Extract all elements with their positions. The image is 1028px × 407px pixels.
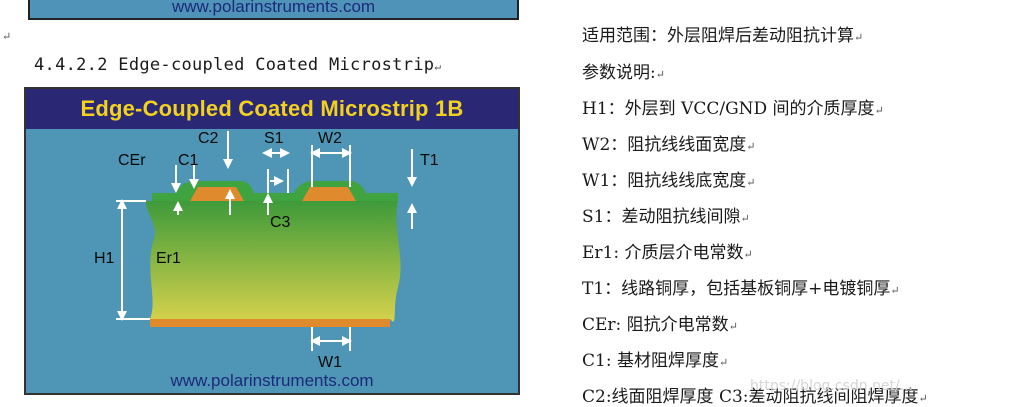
param-text: H1：外层到 VCC/GND 间的介质厚度 [582,99,875,119]
diagram-url: www.polarinstruments.com [170,371,374,390]
label-c1: C1 [178,152,199,169]
label-w1: W1 [318,354,342,371]
paragraph-mark: ↵ [740,212,750,225]
section-title-text: 4.4.2.2 Edge-coupled Coated Microstrip [34,55,435,75]
cross-section-illustration: C2 S1 W2 CEr C1 T1 C3 H1 Er1 W1 [94,130,439,371]
param-line-er1: Er1: 介质层介电常数↵ [582,238,753,263]
param-line-t1: T1：线路铜厚，包括基板铜厚+电镀铜厚↵ [582,274,900,299]
param-text: CEr: 阻抗介电常数 [582,315,729,335]
param-text: Er1: 介质层介电常数 [582,243,744,263]
params-heading-line: 参数说明:↵ [582,58,665,83]
dimension-arrows [116,131,417,351]
param-line-h1: H1：外层到 VCC/GND 间的介质厚度↵ [582,94,884,119]
paragraph-mark: ↵ [874,104,884,117]
param-line-w1: W1：阻抗线线底宽度↵ [582,166,756,191]
label-c2: C2 [198,130,219,147]
param-text: T1：线路铜厚，包括基板铜厚+电镀铜厚 [582,279,891,299]
param-text: C1: 基材阻焊厚度 [582,351,719,371]
label-t1: T1 [420,152,439,169]
solder-mask [152,181,398,201]
label-w2: W2 [318,130,342,147]
label-h1: H1 [94,250,115,267]
diagram-title: Edge-Coupled Coated Microstrip 1B [80,96,464,121]
param-line-s1: S1：差动阻抗线间隙↵ [582,202,750,227]
param-text: C2:线面阻焊厚度 C3:差动阻抗线间阻焊厚度 [582,387,919,407]
trace-right [302,187,356,201]
paragraph-mark: ↵ [746,176,756,189]
paragraph-mark: ↵ [434,60,442,73]
paragraph-mark: ↵ [718,356,729,369]
paragraph-mark: ↵ [918,392,928,405]
label-er1: Er1 [156,250,181,267]
params-heading: 参数说明: [582,63,656,83]
param-line-w2: W2：阻抗线线面宽度↵ [582,130,756,155]
param-line-cer: CEr: 阻抗介电常数↵ [582,310,738,335]
param-text: W2：阻抗线线面宽度 [582,135,747,155]
param-text: W1：阻抗线线底宽度 [582,171,747,191]
paragraph-mark: ↵ [743,248,753,261]
substrate-layer [146,201,401,322]
label-c3: C3 [270,214,291,231]
scope-text: 适用范围：外层阻焊后差动阻抗计算 [582,26,854,46]
watermark: https://blog.csdn.net/... [750,378,914,394]
param-line-c1: C1: 基材阻焊厚度↵ [582,346,728,371]
paragraph-mark: ↵ [655,68,665,81]
scope-line: 适用范围：外层阻焊后差动阻抗计算↵ [582,21,863,46]
microstrip-diagram: Edge-Coupled Coated Microstrip 1B [24,87,520,395]
param-text: S1：差动阻抗线间隙 [582,207,741,227]
diagram-title-bar: Edge-Coupled Coated Microstrip 1B [26,89,518,129]
param-line-c2-c3: C2:线面阻焊厚度 C3:差动阻抗线间阻焊厚度↵ [582,382,928,407]
trace-left [190,187,244,201]
label-cer: CEr [118,152,146,169]
paragraph-mark: ↵ [728,320,738,333]
ground-plane [150,319,390,327]
paragraph-mark: ↵ [890,284,900,297]
section-title: 4.4.2.2 Edge-coupled Coated Microstrip↵ [34,55,441,75]
top-diagram-banner: www.polarinstruments.com [28,0,519,20]
paragraph-mark: ↵ [854,31,864,44]
top-banner-url: www.polarinstruments.com [171,0,376,16]
paragraph-mark: ↵ [2,30,12,43]
label-s1: S1 [264,130,284,147]
paragraph-mark: ↵ [746,140,756,153]
